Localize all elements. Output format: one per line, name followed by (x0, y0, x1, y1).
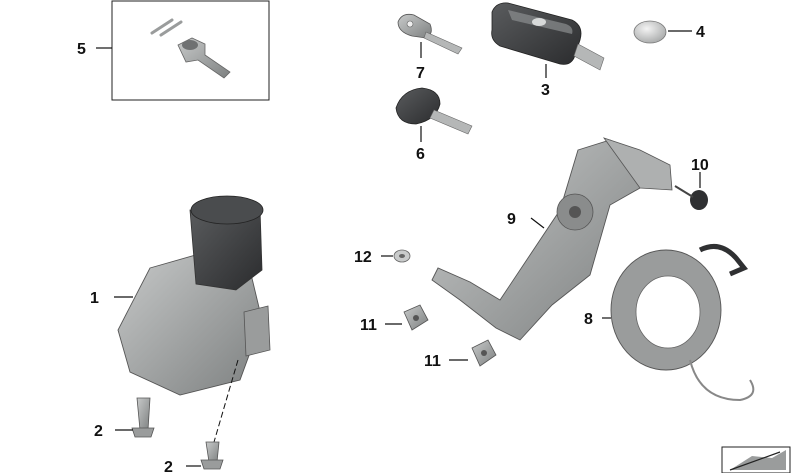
view-change-icon[interactable] (721, 446, 791, 473)
washer-screw: 12 (354, 249, 411, 266)
shear-bolt-left: 2 (94, 397, 155, 440)
callout-4: 4 (696, 24, 705, 41)
ring-antenna: 8 (584, 243, 755, 402)
callout-10: 10 (691, 157, 709, 174)
callout-6: 6 (416, 146, 425, 163)
callout-11a: 11 (360, 317, 377, 334)
key-blank-flat: 7 (397, 13, 463, 82)
repair-kit-group: 5 (77, 0, 270, 101)
callout-11b: 11 (424, 353, 441, 370)
button-cell-battery: 4 (633, 20, 705, 44)
ignition-lock-cylinder: 1 (90, 195, 271, 396)
callout-1: 1 (90, 290, 99, 307)
repair-kit-frame (111, 0, 270, 101)
shear-bolt-right: 2 (164, 359, 239, 473)
clip-nut-lower: 11 (424, 339, 497, 370)
callout-5: 5 (77, 41, 86, 58)
key-blank-head: 6 (395, 87, 473, 163)
callout-3: 3 (541, 82, 550, 99)
callout-7: 7 (416, 65, 425, 82)
callout-12: 12 (354, 249, 372, 266)
clip-nut-upper: 11 (360, 304, 429, 334)
remote-key: 3 (491, 2, 605, 99)
callout-2a: 2 (94, 423, 103, 440)
callout-9: 9 (507, 211, 516, 228)
bracket: 9 (431, 137, 673, 341)
callout-8: 8 (584, 311, 593, 328)
screw: 10 (674, 157, 709, 210)
callout-2b: 2 (164, 459, 173, 473)
lock-lever (177, 37, 231, 79)
